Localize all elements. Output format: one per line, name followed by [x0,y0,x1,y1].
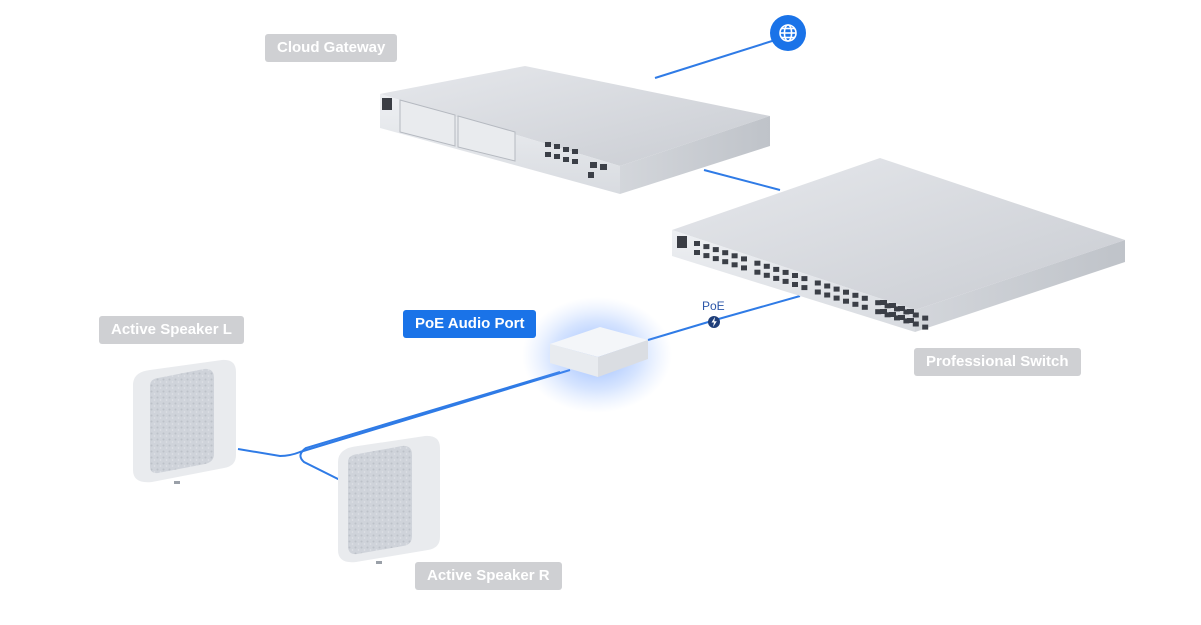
switch-port [703,244,710,250]
switch-port [782,269,789,275]
switch-port [884,303,891,309]
professional-switch-device [672,158,1125,332]
switch-port [763,272,770,278]
switch-port [782,278,789,284]
switch-port [801,276,808,282]
switch-port [773,275,780,281]
cable-internet-gateway [654,35,789,79]
switch-port [763,263,770,269]
switch-port [694,250,700,255]
switch-port [824,283,831,289]
switch-port [912,312,919,318]
switch-port [731,262,738,268]
switch-port [703,253,710,259]
switch-port [792,282,798,287]
switch-port [894,306,900,312]
switch-sfp-port [907,318,914,323]
switch-port [754,260,761,266]
switch-port [833,286,840,292]
switch-port [741,265,747,271]
switch-port [694,241,700,246]
cloud-gateway-device [380,66,770,194]
poe-audio-port-device [522,297,672,413]
active-speaker-r-device [338,435,440,564]
switch-port [922,324,929,330]
switch-port [903,318,910,324]
switch-port [922,315,929,321]
switch-sfp-port [898,315,905,320]
switch-port [773,266,780,272]
switch-sfp-port [880,309,887,314]
switch-port-array [694,241,929,330]
internet-node [770,15,806,51]
switch-port [843,298,849,304]
switch-port [875,309,882,315]
cloud-gateway-label: Cloud Gateway [265,34,398,62]
cable-to-speaker-r [299,371,561,481]
switch-port [741,256,747,262]
lightning-bolt-icon [711,317,717,327]
switch-port [894,315,900,321]
switch-port [833,295,840,301]
switch-sfp-port [898,306,905,311]
switch-port [903,309,910,315]
switch-port [722,250,729,256]
switch-port [712,256,719,262]
globe-icon [779,24,797,42]
switch-port [852,301,859,307]
switch-port [875,300,882,306]
switch-port [754,269,761,275]
switch-port [861,295,868,301]
switch-port [912,321,919,327]
switch-port [884,312,891,318]
professional-switch-label: Professional Switch [914,348,1081,376]
cable-gateway-switch [703,169,781,191]
active-speaker-l-label: Active Speaker L [99,316,244,344]
active-speaker-l-device [133,359,236,484]
switch-port [731,253,738,259]
switch-port [843,289,849,295]
switch-port [712,247,719,253]
switch-port [722,259,729,265]
switch-port [861,304,868,310]
switch-port [824,292,831,298]
poe-indicator [708,316,720,328]
switch-sfp-port [889,303,896,308]
switch-sfp-port [889,312,896,317]
switch-port [814,280,821,286]
poe-label: PoE [702,299,725,313]
poe-audio-port-label: PoE Audio Port [403,310,537,338]
cable-audio-port-speakers [237,369,571,458]
active-speaker-r-label: Active Speaker R [415,562,562,590]
switch-port [852,292,859,298]
switch-port [801,285,808,291]
switch-port [792,273,798,278]
switch-port [814,289,821,295]
switch-sfp-port [907,309,914,314]
switch-sfp-port [880,300,887,305]
